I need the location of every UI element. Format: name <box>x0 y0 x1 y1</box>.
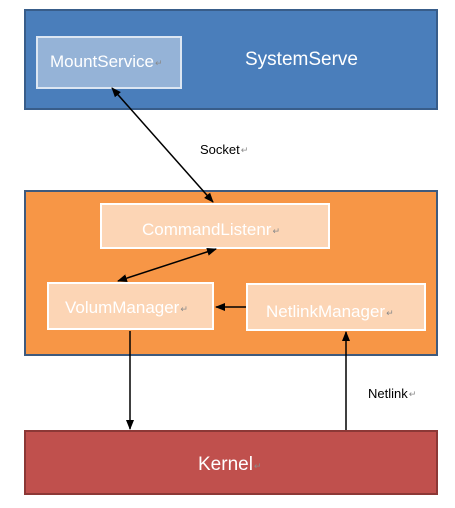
listener-volum-arrow <box>117 247 217 283</box>
return-mark-icon: ↵ <box>180 304 188 314</box>
kernel-label: Kernel↵ <box>198 454 262 475</box>
kernel-box <box>24 430 438 495</box>
return-mark-icon: ↵ <box>240 145 249 155</box>
mount-service-label: MountService↵ <box>50 52 163 71</box>
netlink-manager-label: NetlinkManager↵ <box>266 302 394 321</box>
return-mark-icon: ↵ <box>408 389 417 399</box>
command-listener-label: CommandListenr↵ <box>142 220 280 239</box>
return-mark-icon: ↵ <box>253 461 262 471</box>
volum-manager-box <box>47 282 214 330</box>
mount-service-box <box>36 36 182 89</box>
system-serve-label: SystemServe <box>245 49 358 70</box>
netlink-manager-box <box>246 283 426 331</box>
return-mark-icon: ↵ <box>386 308 394 318</box>
socket-arrow <box>111 87 214 203</box>
return-mark-icon: ↵ <box>154 58 163 68</box>
volum-manager-label: VolumManager↵ <box>65 298 188 317</box>
return-mark-icon: ↵ <box>272 226 280 236</box>
netlink-label: Netlink↵ <box>368 386 417 401</box>
